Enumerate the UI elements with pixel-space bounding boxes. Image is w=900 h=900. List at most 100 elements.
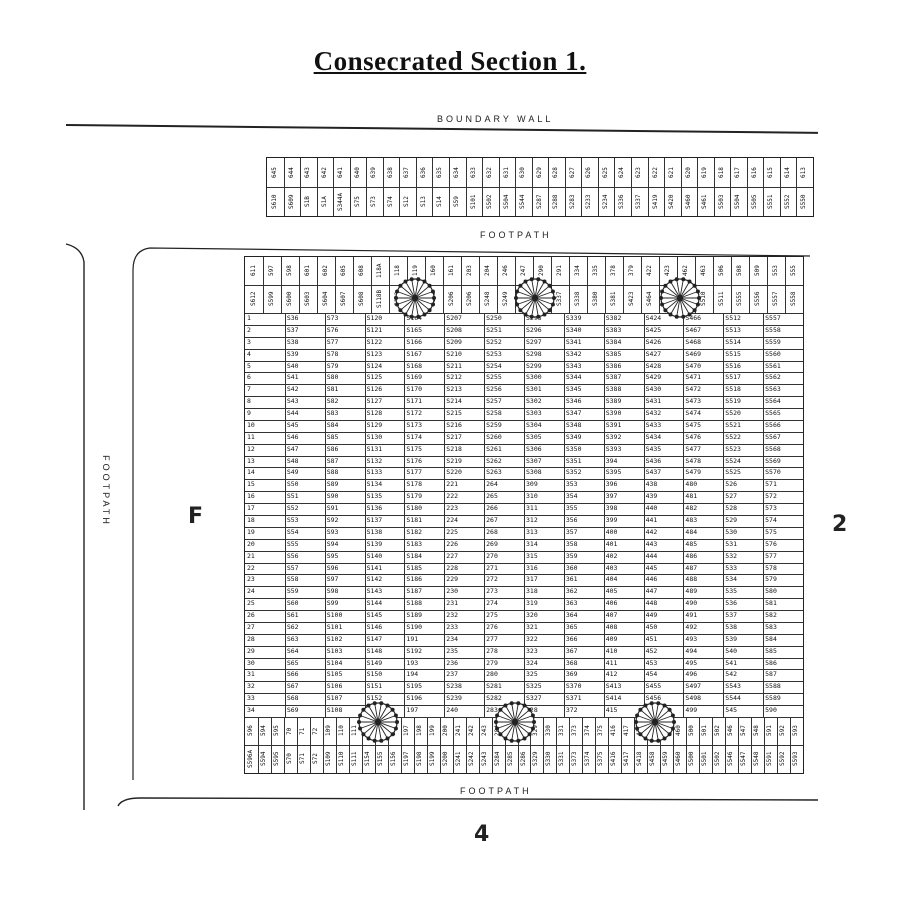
plot-number: 23	[247, 575, 255, 584]
plot-number: S595	[272, 751, 280, 767]
plot-number: S427	[645, 349, 662, 358]
plot-number: S555	[736, 291, 743, 307]
plot-number: S302	[526, 397, 542, 406]
plot-number: S241	[454, 751, 462, 767]
plot-number: S596A	[247, 749, 254, 769]
plot-number: 441	[645, 516, 658, 524]
plot-number: 3	[247, 337, 251, 346]
plot-number: S566	[765, 420, 781, 429]
plot-number: S414	[605, 694, 622, 703]
plot-number: S543	[725, 682, 741, 691]
plot-number: S132	[366, 456, 383, 465]
plot-number: 489	[685, 587, 698, 596]
plot-number: S148	[366, 646, 383, 655]
plot-number: S91	[326, 504, 339, 513]
plot-number: 487	[685, 563, 698, 572]
plot-number: S98	[326, 587, 339, 596]
plot-number: S375	[597, 751, 605, 767]
plot-number: S125	[366, 373, 383, 382]
plot-number: 312	[526, 516, 538, 524]
plot-number: 315	[526, 551, 538, 560]
plot-number: S248	[484, 291, 491, 307]
plot-number: S184	[406, 551, 423, 560]
plot-number: S544	[725, 694, 741, 703]
footpath-bottom-label: FOOTPATH	[460, 786, 532, 796]
plot-number: S128	[366, 409, 383, 418]
plot-number: S513	[725, 325, 741, 334]
plot-number: S474	[685, 409, 702, 418]
plot-number: S393	[605, 444, 622, 453]
plot-number: S352	[565, 468, 582, 477]
plot-number: S127	[366, 397, 383, 406]
plot-number: S558	[790, 291, 797, 307]
grid-line	[245, 745, 803, 746]
plot-number: S429	[645, 373, 662, 382]
plot-number: 548	[753, 725, 761, 737]
plot-number: S589	[765, 694, 781, 703]
plot-number: 410	[605, 646, 618, 655]
plot-number: S521	[725, 420, 741, 429]
grid-line	[245, 562, 803, 564]
plot-number: S425	[645, 325, 662, 334]
plot-number: 21	[247, 551, 255, 560]
plot-number: S56	[286, 551, 299, 560]
plot-number: S569	[765, 456, 781, 465]
plot-number: 353	[565, 480, 578, 489]
plot-number: S152	[366, 694, 383, 703]
plot-number: S250	[486, 314, 502, 322]
plot-number: 274	[486, 599, 498, 608]
plot-number: 240	[446, 706, 459, 715]
plot-number: 110	[337, 725, 345, 737]
plot-number: S343	[565, 361, 582, 370]
plot-number: S435	[645, 444, 662, 453]
plot-number: S564	[765, 397, 781, 406]
plot-number: S563	[765, 385, 781, 394]
plot-number: S41	[286, 373, 299, 382]
plot-number: S169	[406, 373, 423, 382]
plot-number: 72	[311, 727, 319, 735]
plot-number: 22	[247, 563, 255, 572]
plot-number: 506	[718, 265, 725, 277]
plot-number: 595	[272, 725, 280, 737]
plot-number: 226	[446, 539, 459, 548]
plot-number: S178	[406, 480, 423, 489]
plot-number: S49	[286, 468, 299, 477]
plot-number: S242	[467, 751, 475, 767]
plot-number: S308	[526, 468, 542, 477]
plot-number: 362	[565, 587, 578, 596]
plot-number: S514	[725, 337, 741, 346]
plot-number: 358	[565, 539, 578, 548]
plot-number: S170	[406, 385, 423, 394]
plot-number: S99	[326, 599, 339, 608]
grid-line	[245, 431, 803, 433]
plot-number: 605	[340, 265, 347, 277]
plot-number: 267	[486, 516, 498, 524]
plot-number: 399	[605, 516, 618, 524]
plot-number: S103	[326, 646, 343, 655]
plot-number: S498	[685, 694, 702, 703]
plot-number: S78	[326, 349, 339, 358]
plot-number: 415	[605, 706, 618, 715]
plot-number: S373	[571, 751, 579, 767]
grid-line	[245, 408, 803, 410]
plot-number: 311	[526, 504, 538, 513]
plot-number: S518	[725, 385, 741, 394]
plot-number: 408	[605, 622, 618, 631]
plot-number: 15	[247, 480, 255, 489]
plot-number: 231	[446, 599, 459, 608]
plot-number: S500	[688, 751, 696, 767]
plot-number: 578	[765, 563, 777, 572]
plot-number: 538	[725, 622, 738, 631]
plot-number: 572	[765, 492, 777, 501]
plot-number: S136	[366, 504, 383, 513]
plot-number: S50	[286, 480, 299, 489]
plot-number: S522	[725, 432, 741, 441]
plot-number: S501	[701, 751, 709, 767]
plot-number: 5	[247, 361, 251, 370]
plot-number: 440	[645, 504, 658, 513]
plot-number: 364	[565, 611, 578, 620]
plot-number: S47	[286, 444, 299, 453]
